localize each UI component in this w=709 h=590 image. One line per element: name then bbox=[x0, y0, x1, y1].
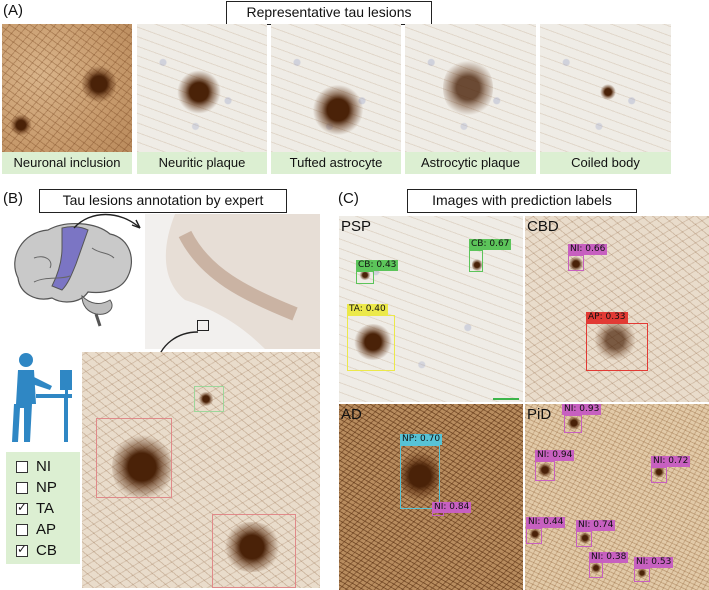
detection-label-cbd-2: AP: 0.33 bbox=[586, 312, 628, 323]
image-tufted-astrocyte bbox=[271, 24, 401, 152]
quadrant-pid: PiD NI: 0.93 NI: 0.94 NI: 0.72 NI: 0.44 … bbox=[525, 404, 709, 590]
scale-bar bbox=[493, 398, 519, 400]
arrow-brain-to-slide bbox=[73, 213, 141, 229]
quadrant-psp: PSP CB: 0.67 CB: 0.43 TA: 0.40 bbox=[339, 216, 523, 402]
caption-neuritic-plaque: Neuritic plaque bbox=[137, 152, 267, 174]
panel-a-title: Representative tau lesions bbox=[226, 1, 432, 25]
detection-box-cbd-2 bbox=[586, 323, 648, 371]
detection-box-pid-1 bbox=[564, 415, 582, 433]
panel-c-title: Images with prediction labels bbox=[407, 189, 637, 213]
detection-box-psp-1 bbox=[469, 250, 483, 272]
detection-box-ad-1 bbox=[400, 445, 440, 509]
detection-label-ad-2: NI: 0.84 bbox=[432, 502, 472, 513]
annotation-box-ta-1 bbox=[96, 418, 172, 498]
checklist-label-ni: NI bbox=[36, 458, 51, 475]
detection-label-pid-6: NI: 0.38 bbox=[589, 552, 629, 563]
detection-box-cbd-1 bbox=[568, 255, 584, 271]
image-neuritic-plaque bbox=[137, 24, 267, 152]
detection-label-pid-3: NI: 0.72 bbox=[651, 456, 691, 467]
expert-annotated-tile bbox=[82, 352, 320, 588]
annotation-checklist: NI NP TA AP CB bbox=[6, 452, 80, 564]
quadrant-label-pid: PiD bbox=[527, 406, 552, 423]
detection-label-cbd-1: NI: 0.66 bbox=[568, 244, 608, 255]
detection-label-pid-1: NI: 0.93 bbox=[562, 404, 602, 415]
detection-box-pid-3 bbox=[651, 467, 667, 483]
checklist-label-np: NP bbox=[36, 479, 57, 496]
checkbox-ta[interactable] bbox=[16, 500, 28, 515]
quadrant-cbd: CBD NI: 0.66 AP: 0.33 bbox=[525, 216, 709, 402]
brain-illustration bbox=[14, 223, 132, 327]
checklist-item-np[interactable]: NP bbox=[16, 479, 57, 496]
detection-box-pid-4 bbox=[526, 528, 542, 544]
detection-label-psp-2: CB: 0.43 bbox=[356, 260, 399, 271]
annotation-box-cb bbox=[194, 386, 224, 412]
caption-astrocytic-plaque: Astrocytic plaque bbox=[405, 152, 536, 174]
detection-label-pid-2: NI: 0.94 bbox=[535, 450, 575, 461]
detection-label-pid-7: NI: 0.53 bbox=[634, 557, 674, 568]
quadrant-label-psp: PSP bbox=[341, 218, 372, 235]
panel-a-letter: (A) bbox=[3, 2, 23, 19]
checklist-label-cb: CB bbox=[36, 542, 57, 559]
detection-label-psp-1: CB: 0.67 bbox=[469, 239, 512, 250]
quadrant-label-cbd: CBD bbox=[527, 218, 559, 235]
checklist-label-ta: TA bbox=[36, 500, 55, 517]
panel-c-letter: (C) bbox=[338, 190, 359, 207]
whole-slide-image bbox=[145, 214, 320, 349]
panel-b-title: Tau lesions annotation by expert bbox=[39, 189, 287, 213]
detection-label-psp-3: TA: 0.40 bbox=[347, 304, 388, 315]
annotation-box-ta-2 bbox=[212, 514, 296, 588]
checkbox-ap[interactable] bbox=[16, 523, 28, 536]
image-coiled-body bbox=[540, 24, 671, 152]
quadrant-ad: AD NP: 0.70 NI: 0.84 bbox=[339, 404, 523, 590]
annotator-icon bbox=[12, 353, 72, 442]
caption-coiled-body: Coiled body bbox=[540, 152, 671, 174]
checklist-item-ta[interactable]: TA bbox=[16, 500, 54, 517]
detection-label-pid-4: NI: 0.44 bbox=[526, 517, 566, 528]
checklist-item-cb[interactable]: CB bbox=[16, 542, 57, 559]
checkbox-ni[interactable] bbox=[16, 460, 28, 473]
checklist-item-ap[interactable]: AP bbox=[16, 521, 56, 538]
detection-label-pid-5: NI: 0.74 bbox=[576, 520, 616, 531]
caption-tufted-astrocyte: Tufted astrocyte bbox=[271, 152, 401, 174]
caption-neuronal-inclusion: Neuronal inclusion bbox=[2, 152, 132, 174]
image-neuronal-inclusion bbox=[2, 24, 132, 152]
image-astrocytic-plaque bbox=[405, 24, 536, 152]
detection-box-pid-7 bbox=[634, 568, 650, 582]
detection-box-psp-2 bbox=[356, 271, 374, 284]
panel-b-letter: (B) bbox=[3, 190, 23, 207]
checklist-item-ni[interactable]: NI bbox=[16, 458, 51, 475]
detection-box-pid-2 bbox=[535, 461, 555, 481]
quadrant-label-ad: AD bbox=[341, 406, 362, 423]
detection-label-ad-1: NP: 0.70 bbox=[400, 434, 443, 445]
checkbox-np[interactable] bbox=[16, 481, 28, 494]
detection-box-ad-2 bbox=[432, 502, 444, 516]
detection-box-psp-3 bbox=[347, 315, 395, 371]
checklist-label-ap: AP bbox=[36, 521, 57, 538]
detection-box-pid-6 bbox=[589, 562, 603, 578]
checkbox-cb[interactable] bbox=[16, 542, 28, 557]
detection-box-pid-5 bbox=[576, 531, 592, 547]
